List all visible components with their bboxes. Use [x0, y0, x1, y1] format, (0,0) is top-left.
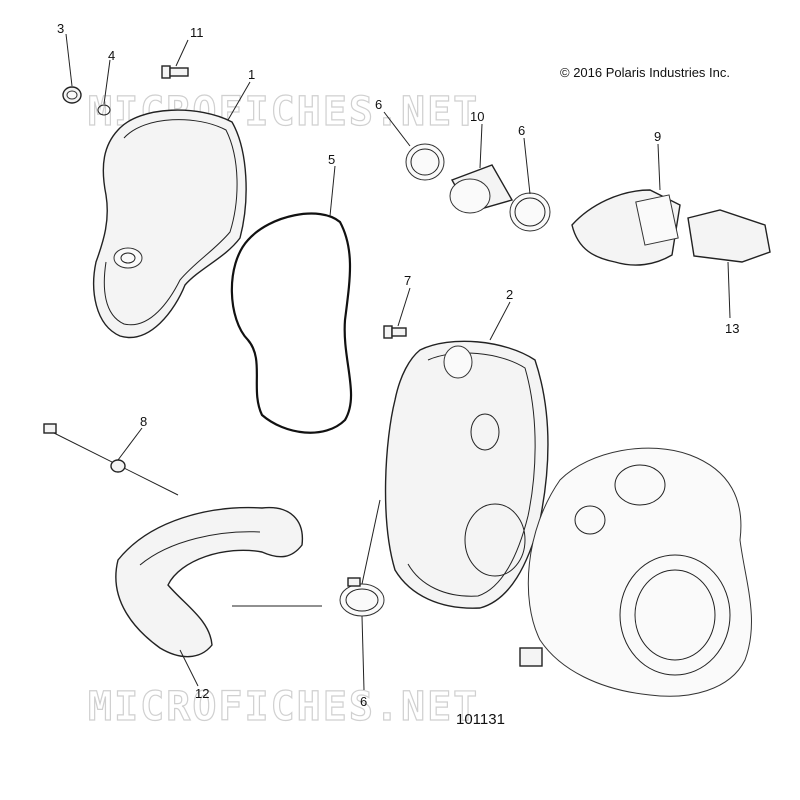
callout-10: 10	[470, 109, 484, 124]
callout-9: 9	[654, 129, 661, 144]
callout-6-middle: 6	[518, 123, 525, 138]
transmission-housing	[519, 447, 752, 697]
part-4-o-ring	[97, 104, 111, 116]
part-10-boot	[449, 164, 514, 214]
callout-5: 5	[328, 152, 335, 167]
part-11-bolt	[161, 65, 189, 79]
part-1-outer-cover	[93, 109, 247, 339]
callout-3: 3	[57, 21, 64, 36]
part-6-clamp-lower	[339, 577, 385, 617]
copyright-text: © 2016 Polaris Industries Inc.	[560, 65, 730, 80]
callout-4: 4	[108, 48, 115, 63]
part-12-hose	[115, 506, 304, 658]
callout-1: 1	[248, 67, 255, 82]
part-5-gasket	[230, 212, 353, 434]
callout-6-lower: 6	[360, 694, 367, 709]
part-6-clamp-middle	[509, 192, 551, 232]
part-7-bolt	[383, 325, 407, 339]
callout-11: 11	[190, 25, 204, 40]
callout-12: 12	[195, 686, 209, 701]
callout-6-upper: 6	[375, 97, 382, 112]
part-2-inner-cover	[384, 340, 549, 609]
figure-number: 101131	[456, 711, 505, 728]
callout-2: 2	[506, 287, 513, 302]
part-3-plug	[62, 86, 82, 104]
leader-lines	[65, 33, 731, 691]
part-8-cable-tie	[43, 423, 179, 496]
part-13-cover	[687, 209, 771, 263]
part-6-clamp-upper	[405, 143, 445, 181]
callout-13: 13	[725, 321, 739, 336]
part-9-duct	[571, 189, 681, 266]
callout-7: 7	[404, 273, 411, 288]
callout-8: 8	[140, 414, 147, 429]
watermark-bottom: MICROFICHES.NET	[88, 684, 479, 730]
